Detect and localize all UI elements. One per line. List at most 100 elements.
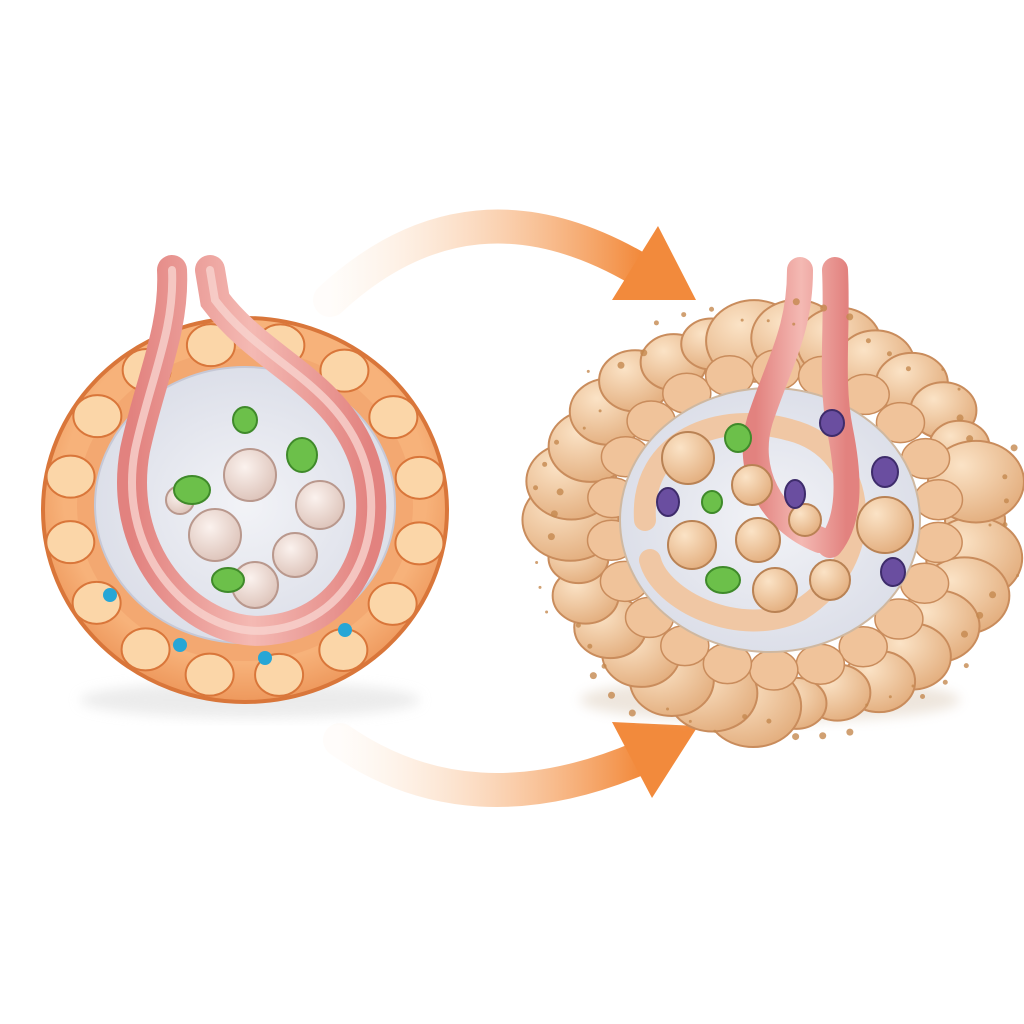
debris-speck [666,707,670,711]
green-cell [173,475,211,505]
debris-speck [1002,474,1008,480]
debris-speck [865,338,871,344]
green-cell [724,423,752,453]
debris-speck [792,298,800,306]
debris-speck [538,585,542,589]
enlarged-cell [809,559,851,601]
wall-nodule [184,652,235,697]
debris-speck [742,714,748,720]
debris-speck [942,679,948,685]
wall-nodule [120,627,171,672]
debris-speck [608,691,616,699]
debris-speck [533,485,539,491]
debris-speck [740,318,744,322]
debris-speck [957,387,961,391]
enlarged-cell [735,517,781,563]
round-cell [223,448,277,502]
purple-cell [880,557,906,587]
debris-speck [542,461,548,467]
debris-speck [587,643,593,649]
blue-dot [173,638,187,652]
debris-speck [1016,573,1020,577]
green-cell [232,406,258,434]
enlarged-cell [661,431,715,485]
debris-speck [1003,498,1009,504]
debris-speck [960,630,968,638]
right-debris-specks [533,298,1024,741]
debris-speck [846,313,854,321]
changed-alveolus [521,257,1024,749]
bottom-arrow-head [612,722,698,798]
wall-nodule [319,348,370,393]
debris-speck [846,728,854,736]
wall-nodule [394,521,445,566]
debris-speck [966,435,974,443]
inner-lump [795,643,846,685]
green-cell [286,437,318,473]
green-cell [211,567,245,593]
inner-lump [875,401,926,444]
round-cell [188,508,242,562]
debris-speck [589,672,597,680]
wall-nodule [367,581,418,626]
debris-speck [547,533,555,541]
debris-speck [575,622,581,628]
debris-speck [820,304,828,312]
blue-dot [258,651,272,665]
debris-speck [554,439,560,445]
debris-speck [556,488,564,496]
top-arrow [313,209,696,317]
enlarged-cell [752,567,798,613]
wall-nodule [185,323,236,368]
wall-nodule [72,394,123,439]
debris-speck [582,426,586,430]
debris-speck [988,523,992,527]
debris-speck [628,709,636,717]
debris-speck [865,703,869,707]
purple-cell [784,479,806,509]
round-cell [272,532,318,578]
left-cells [165,406,345,609]
debris-speck [617,361,625,369]
debris-speck [1002,522,1008,528]
purple-cell [871,456,899,488]
green-cell [705,566,741,594]
debris-speck [920,693,926,699]
inner-lump [874,598,924,640]
wall-nodule [368,395,419,440]
inner-lump [913,521,963,564]
debris-speck [905,366,911,372]
debris-speck [886,351,892,357]
debris-speck [545,610,549,614]
enlarged-cell [731,464,773,506]
debris-speck [766,319,770,323]
wall-nodule [45,520,96,565]
debris-speck [956,414,964,422]
debris-speck [586,369,590,373]
debris-speck [535,561,539,565]
blue-dot [338,623,352,637]
inner-lump [838,626,888,668]
wall-nodule [394,455,445,500]
left-vessel-highlight [128,266,376,635]
normal-alveolus [41,255,449,718]
right-lumpy-wall [521,298,1024,749]
debris-speck [653,320,659,326]
debris-speck [911,684,915,688]
blue-dot [103,588,117,602]
purple-cell [819,409,845,437]
debris-speck [598,409,602,413]
green-cell [701,490,723,514]
top-arrow-head [612,226,696,300]
debris-speck [792,322,796,326]
purple-cell [656,487,680,517]
inner-lump [913,478,964,521]
enlarged-cell [667,520,717,570]
debris-speck [640,349,648,357]
debris-speck [819,732,827,740]
debris-speck [601,663,607,669]
debris-speck [963,663,969,669]
debris-speck [888,695,892,699]
debris-speck [1010,444,1018,452]
